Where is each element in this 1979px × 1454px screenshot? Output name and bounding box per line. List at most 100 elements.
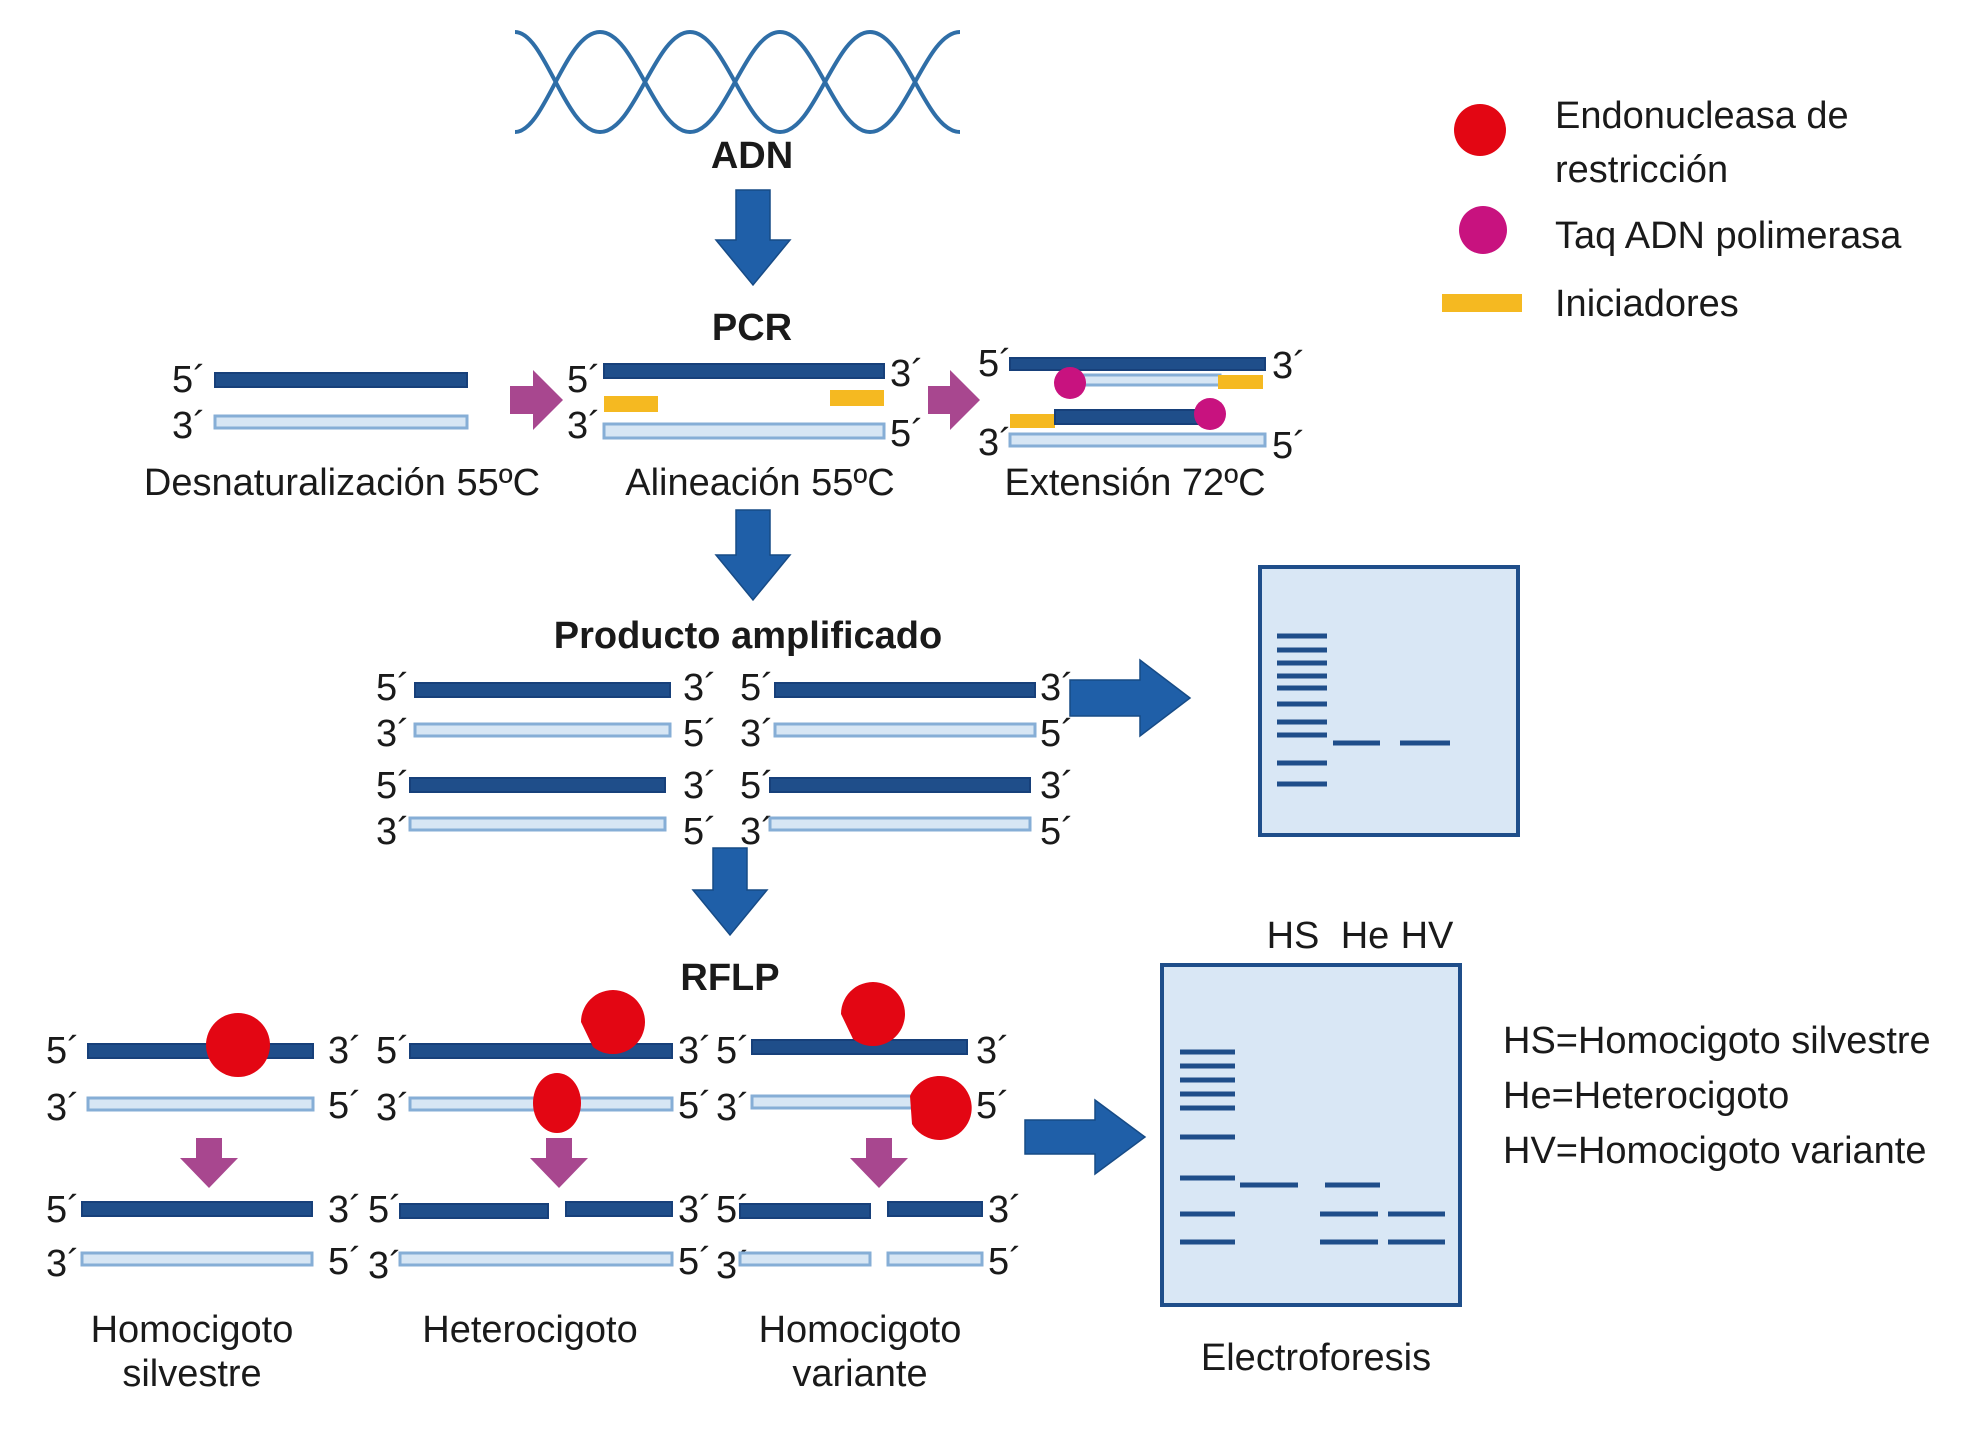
dark-strand: [414, 682, 671, 698]
end-label: 5´: [328, 1241, 362, 1283]
taq-polymerase: [1194, 398, 1226, 430]
lane-label-he: He: [1341, 915, 1390, 957]
end-label: 3´: [1040, 765, 1074, 807]
end-label: 5´: [368, 1189, 402, 1231]
light-strand: [398, 1251, 674, 1267]
end-label: 5´: [976, 1085, 1010, 1127]
dark-strand-fragment: [399, 1203, 549, 1219]
end-label: 5´: [740, 667, 774, 709]
arrow-product-to-rflp: [691, 847, 769, 937]
endonuclease-cutting: [836, 982, 905, 1064]
light-strand: [86, 1096, 315, 1112]
denaturation-caption: Desnaturalización 55ºC: [144, 462, 540, 504]
end-label: 5´: [1040, 713, 1074, 755]
arrow-denat-to-align: [510, 370, 563, 430]
dark-strand: [774, 682, 1036, 698]
end-label: 5´: [678, 1085, 712, 1127]
lane-label-hv: HV: [1401, 915, 1454, 957]
genotype-key: HS=Homocigoto silvestre He=Heterocigoto …: [1503, 1020, 1931, 1172]
end-label: 3´: [328, 1189, 362, 1231]
end-label: 3´: [890, 353, 924, 395]
end-label: 3´: [376, 811, 410, 853]
hv-caption-line2: variante: [792, 1353, 927, 1395]
light-strand: [80, 1251, 314, 1267]
product-label: Producto amplificado: [554, 615, 942, 657]
end-label: 3´: [716, 1087, 750, 1129]
legend-endonuclease-line2: restricción: [1555, 149, 1728, 191]
end-label: 3´: [740, 811, 774, 853]
extension-step: 5´ 3´ 3´ 5´ Extensión 72ºC: [978, 343, 1306, 504]
dark-strand-fragment: [739, 1203, 871, 1219]
extension-caption: Extensión 72ºC: [1004, 462, 1265, 504]
dark-strand-fragment: [565, 1201, 673, 1217]
end-label: 3´: [978, 422, 1012, 464]
pcr-label: PCR: [712, 307, 792, 349]
light-strand: [213, 414, 469, 430]
end-label: 3´: [46, 1243, 80, 1285]
lane-label-hs: HS: [1267, 915, 1320, 957]
arrow-dna-to-pcr: [714, 189, 792, 287]
arrow-product-to-gel: [1069, 658, 1192, 738]
arrow-rflp-to-gel: [1024, 1098, 1147, 1176]
dark-strand: [1054, 409, 1211, 425]
dark-strand: [81, 1201, 313, 1217]
end-label: 3´: [376, 713, 410, 755]
endonuclease: [533, 1073, 581, 1133]
light-strand: [1008, 432, 1267, 448]
dark-strand: [87, 1043, 314, 1059]
arrow-align-to-ext: [928, 370, 980, 430]
arrow-digest-hs: [180, 1138, 238, 1188]
legend-endonuclease-line1: Endonucleasa de: [1555, 95, 1849, 137]
end-label: 5´: [567, 359, 601, 401]
dark-strand: [214, 372, 468, 388]
primer: [830, 390, 884, 406]
end-label: 5´: [678, 1241, 712, 1283]
end-label: 3´: [172, 405, 206, 447]
end-label: 5´: [716, 1030, 750, 1072]
end-label: 5´: [376, 765, 410, 807]
end-label: 5´: [328, 1085, 362, 1127]
primer: [604, 396, 658, 412]
gel-rflp: [1160, 963, 1462, 1307]
end-label: 5´: [683, 713, 717, 755]
gel-box: [1258, 565, 1520, 837]
endonuclease: [206, 1013, 270, 1077]
end-label: 5´: [740, 765, 774, 807]
legend-primers: Iniciadores: [1555, 283, 1739, 325]
end-label: 3´: [1272, 345, 1306, 387]
end-label: 5´: [46, 1189, 80, 1231]
dna-helix: [514, 29, 961, 135]
end-label: 5´: [172, 359, 206, 401]
dark-strand: [603, 363, 885, 379]
he-caption: Heterocigoto: [422, 1309, 637, 1351]
arrow-pcr-to-product: [714, 509, 792, 602]
end-label: 3´: [683, 765, 717, 807]
key-hv: HV=Homocigoto variante: [1503, 1130, 1927, 1172]
end-label: 3´: [328, 1030, 362, 1072]
light-strand: [768, 816, 1032, 832]
end-label: 3´: [683, 667, 717, 709]
light-strand: [413, 722, 672, 738]
primer: [1010, 414, 1055, 428]
end-label: 3´: [1040, 667, 1074, 709]
gel-amplified: [1258, 565, 1520, 837]
endonuclease-cutting: [893, 1075, 972, 1140]
end-label: 5´: [376, 1030, 410, 1072]
legend-taq: Taq ADN polimerasa: [1555, 215, 1902, 257]
end-label: 5´: [988, 1241, 1022, 1283]
light-strand: [1068, 373, 1222, 387]
rflp-wildtype: 5´ 3´ 3´ 5´ 5´ 3´ 3´ 5´ Homocigoto silve…: [46, 1013, 362, 1395]
hs-caption-line1: Homocigoto: [91, 1309, 294, 1351]
endonuclease-cutting: [576, 990, 645, 1072]
end-label: 3´: [740, 713, 774, 755]
key-hs: HS=Homocigoto silvestre: [1503, 1020, 1931, 1062]
end-label: 5´: [1272, 425, 1306, 467]
rflp-variant: 5´ 3´ 3´ 5´ 5´ 3´ 3´ 5´ Homocigoto varia…: [716, 982, 1022, 1395]
arrow-digest-he: [530, 1138, 588, 1188]
end-label: 5´: [1040, 811, 1074, 853]
legend-taq-swatch: [1459, 206, 1507, 254]
end-label: 5´: [46, 1030, 80, 1072]
end-label: 3´: [376, 1087, 410, 1129]
electrophoresis-label: Electroforesis: [1201, 1337, 1431, 1379]
